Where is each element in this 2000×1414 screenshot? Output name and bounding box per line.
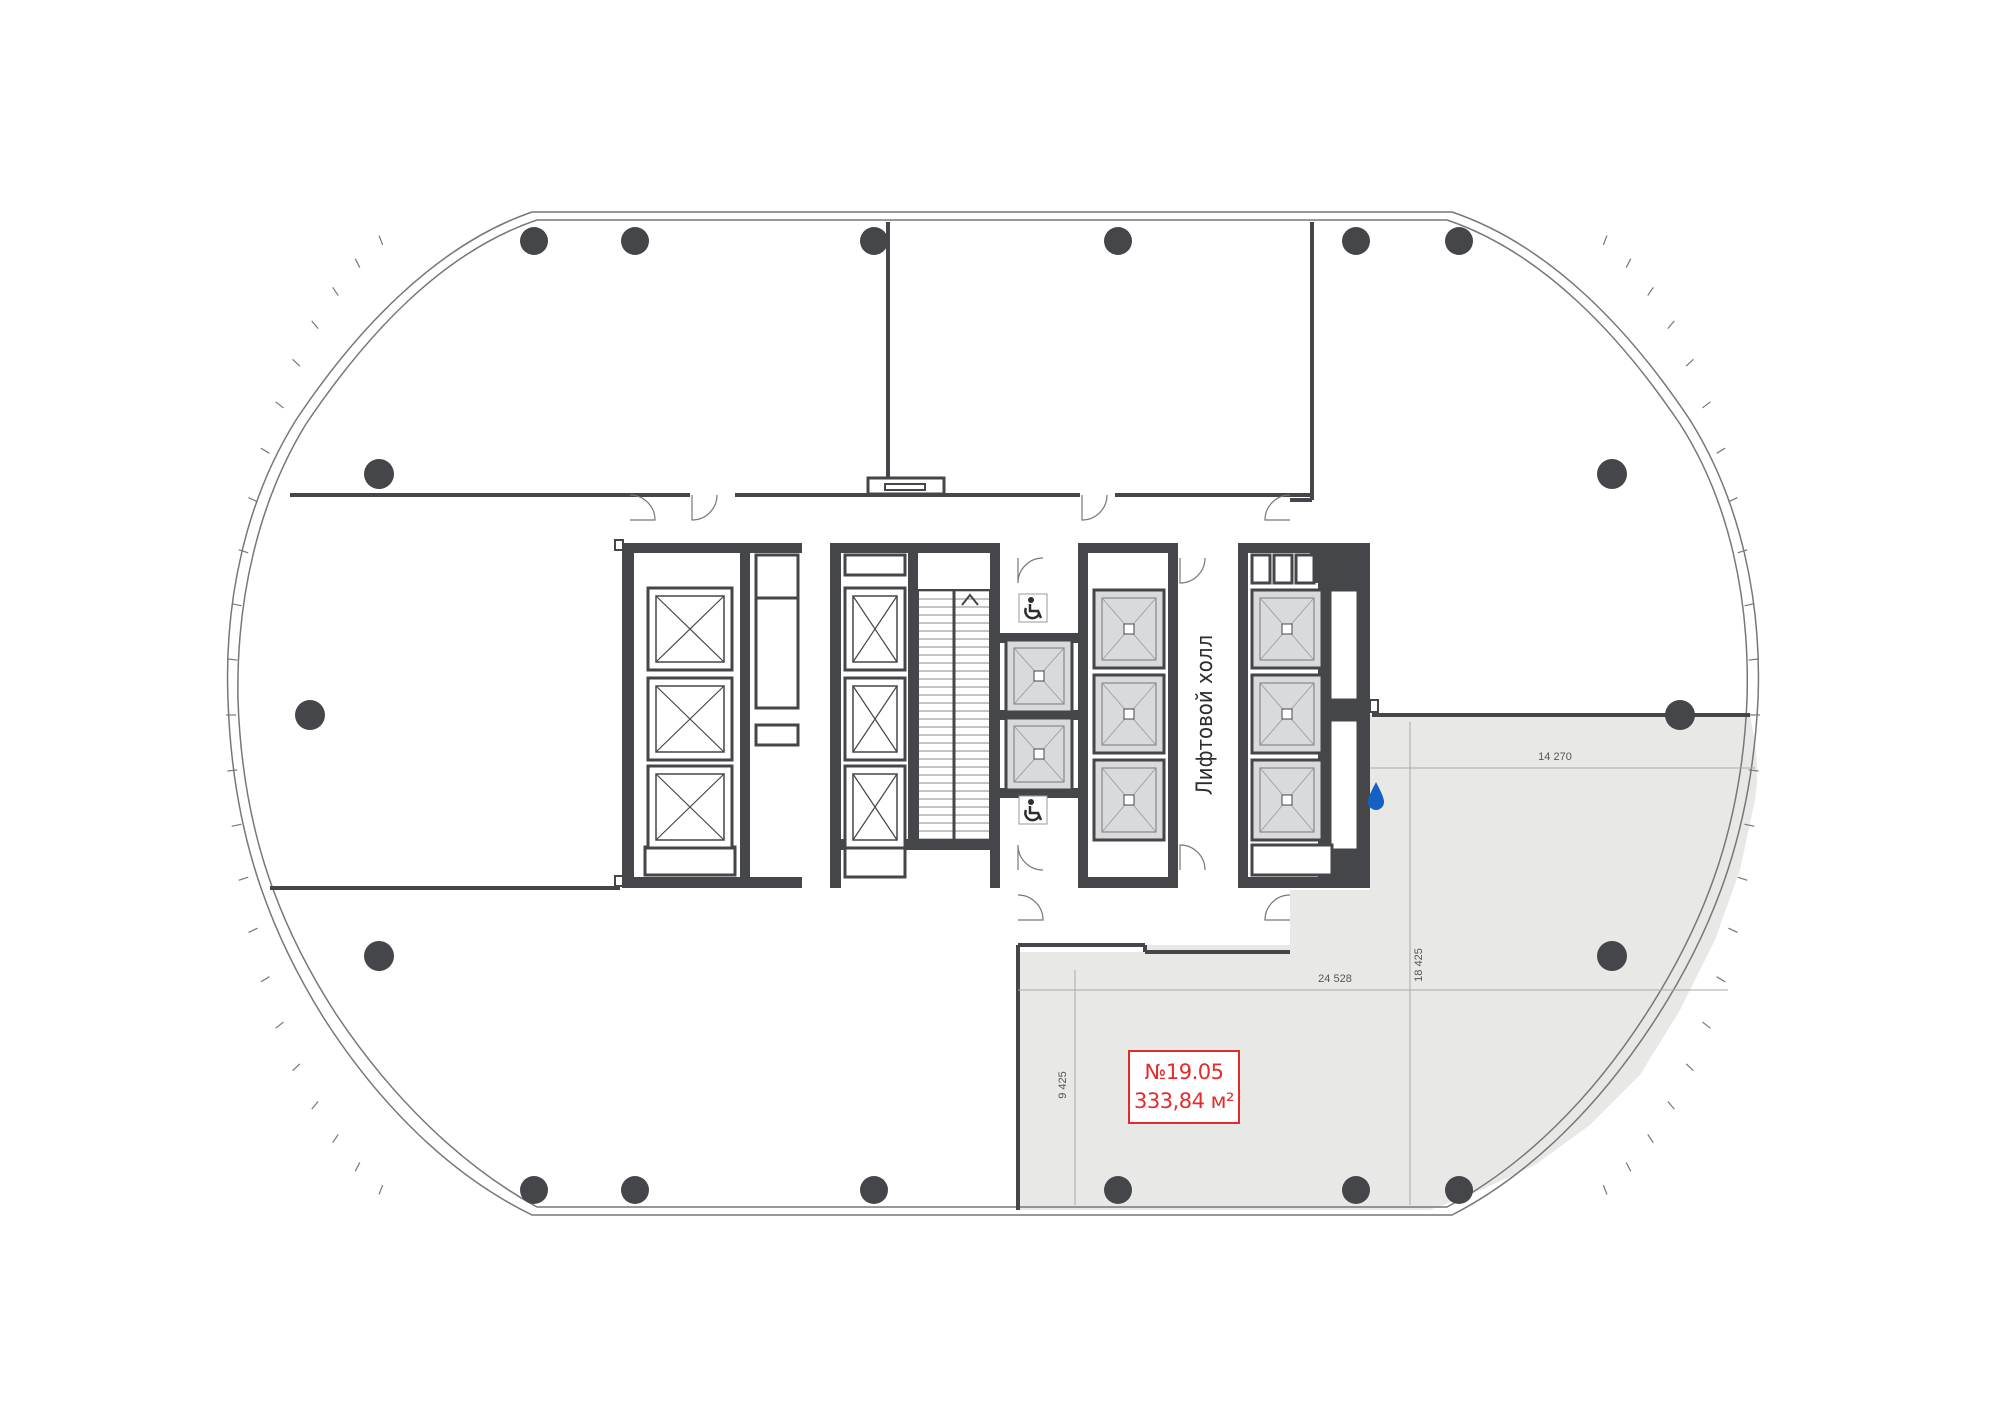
elevator-group — [1004, 588, 1324, 842]
elevator-cab — [852, 595, 898, 663]
mullion — [275, 401, 284, 409]
mullion — [332, 1134, 339, 1144]
mullion — [260, 447, 270, 454]
dimension-height-left: 9 425 — [1057, 1071, 1069, 1099]
wheelchair-icon — [1018, 593, 1048, 623]
elevator-cab — [852, 773, 898, 841]
elevator-cab — [655, 595, 725, 663]
mullion — [354, 258, 361, 268]
elevator-button-icon — [1123, 794, 1135, 806]
elevator-cab — [852, 685, 898, 753]
elevator-cross — [852, 773, 898, 841]
mullion — [227, 769, 238, 772]
mullion — [238, 549, 249, 554]
elevator-cab — [1013, 647, 1065, 705]
unit-number: №19.05 — [1144, 1060, 1224, 1084]
mullion — [248, 497, 258, 503]
elevator-button-icon — [1123, 623, 1135, 635]
mullion — [1647, 286, 1654, 296]
elevator-cab — [1259, 597, 1315, 661]
elevator-button-icon — [1281, 708, 1293, 720]
dimension-width-top: 14 270 — [1538, 751, 1572, 763]
elevator-cab — [1101, 682, 1157, 746]
elevator-cross — [655, 595, 725, 663]
mullion — [1748, 769, 1759, 772]
elevator-button-icon — [1281, 623, 1293, 635]
unit-area-value: 333,84 м² — [1134, 1089, 1234, 1113]
elevator-button-icon — [1123, 708, 1135, 720]
mullion — [378, 235, 384, 246]
mullion — [311, 1101, 319, 1110]
mullion — [292, 358, 301, 367]
elevator-cab — [1259, 767, 1315, 833]
mullion — [1625, 1162, 1632, 1172]
mullion — [1716, 447, 1726, 454]
mullion — [332, 286, 339, 296]
mullion — [1716, 976, 1726, 983]
facade-mullions — [226, 235, 1760, 1195]
mullion — [292, 1063, 301, 1072]
mullion — [1602, 1184, 1608, 1195]
mullion — [1744, 823, 1755, 827]
mullion — [275, 1021, 284, 1029]
building-core — [614, 539, 1379, 888]
mullion — [1737, 876, 1748, 881]
mullion — [354, 1162, 361, 1172]
mullion — [260, 976, 270, 983]
mullion — [1667, 320, 1675, 329]
mullion — [231, 603, 242, 607]
elevator-cab — [655, 685, 725, 753]
mullion — [1667, 1101, 1675, 1110]
elevator-cross — [655, 773, 725, 841]
mullion — [1744, 603, 1755, 607]
elevator-button-icon — [1033, 670, 1045, 682]
mullion — [311, 320, 319, 329]
mullion — [378, 1184, 384, 1195]
mullion — [1602, 235, 1608, 246]
wheelchair-icon — [1018, 795, 1048, 825]
mullion — [1737, 549, 1748, 554]
mullion — [1647, 1134, 1654, 1144]
mullion — [1702, 401, 1711, 409]
elevator-cab — [1013, 725, 1065, 783]
dimension-lines — [1018, 722, 1755, 1205]
mullion — [238, 876, 249, 881]
mullion — [248, 927, 258, 933]
mullion — [1625, 258, 1632, 268]
lift-hall-label: Лифтовой холл — [1193, 635, 1218, 795]
columns — [295, 227, 1695, 1204]
mullion — [1685, 358, 1694, 367]
elevator-cab — [655, 773, 725, 841]
mullion — [231, 823, 242, 827]
mullion — [1748, 658, 1759, 661]
mullion — [1685, 1063, 1694, 1072]
mullion — [1702, 1021, 1711, 1029]
facade — [226, 211, 1760, 1216]
mullion — [227, 658, 238, 661]
elevator-cross — [655, 685, 725, 753]
elevator-cab — [1101, 597, 1157, 661]
dimension-width-bottom: 24 528 — [1318, 973, 1352, 985]
mullion — [1728, 927, 1738, 933]
elevator-cross — [852, 595, 898, 663]
mullion — [1728, 497, 1738, 503]
water-drop-icon — [1368, 782, 1384, 810]
unit-label[interactable]: №19.05 333,84 м² — [1128, 1050, 1240, 1124]
elevator-cab — [1101, 767, 1157, 833]
dimension-height-right: 18 425 — [1413, 948, 1425, 982]
elevator-cab — [1259, 682, 1315, 746]
elevator-button-icon — [1281, 794, 1293, 806]
door-swings — [629, 494, 1291, 921]
elevator-cross — [852, 685, 898, 753]
elevator-button-icon — [1033, 748, 1045, 760]
elevator-icon — [1250, 758, 1324, 842]
